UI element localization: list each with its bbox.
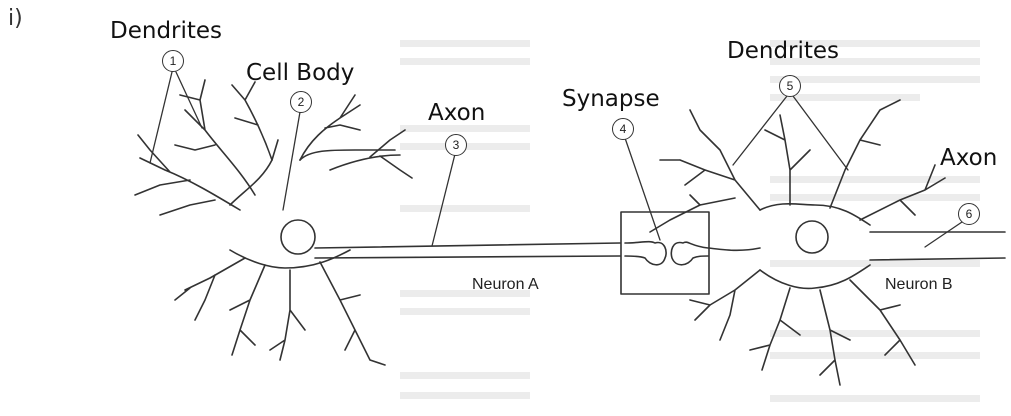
- axon-label-a: Axon: [428, 100, 485, 126]
- leader-3: [432, 154, 455, 246]
- leader-4: [625, 138, 660, 240]
- dendrites-label-b: Dendrites: [727, 38, 839, 64]
- leader-2: [283, 112, 300, 210]
- marker-5: 5: [779, 75, 801, 97]
- neuron-b-name: Neuron B: [885, 276, 953, 294]
- leader-6: [925, 222, 962, 247]
- neuron-a-nucleus: [281, 220, 315, 254]
- synapse-box: [621, 212, 709, 294]
- dendrites-label-a: Dendrites: [110, 18, 222, 44]
- neuron-b-nucleus: [796, 221, 828, 253]
- synapse-label: Synapse: [562, 86, 660, 112]
- marker-3: 3: [445, 134, 467, 156]
- axon-a-line: [315, 243, 620, 248]
- neuron-a-soma: [230, 140, 395, 268]
- marker-6: 6: [958, 203, 980, 225]
- neuron-a-name: Neuron A: [472, 276, 539, 294]
- marker-4: 4: [612, 118, 634, 140]
- part-label: i): [8, 6, 23, 31]
- marker-2: 2: [290, 91, 312, 113]
- neuron-b-soma: [760, 204, 870, 289]
- cell-body-label: Cell Body: [246, 60, 354, 86]
- leader-1: [150, 72, 202, 163]
- leader-5: [733, 96, 848, 170]
- marker-1: 1: [162, 50, 184, 72]
- axon-label-b: Axon: [940, 145, 997, 171]
